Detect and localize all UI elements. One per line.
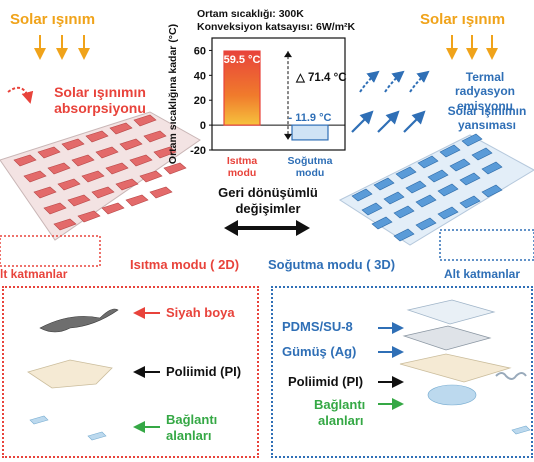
black-paint-label: Siyah boya bbox=[166, 305, 235, 320]
convection-label: Konveksiyon katsayısı: 6W/m²K bbox=[197, 21, 356, 33]
right-sublayer-label: Alt katmanlar bbox=[444, 267, 521, 281]
left-sublayer-box bbox=[0, 235, 101, 267]
br-connection-label-2: alanları bbox=[318, 413, 364, 428]
right-solar-arrows bbox=[446, 35, 498, 60]
left-solar-title: Solar ışınım bbox=[10, 11, 96, 28]
br-polyimide-label: Poliimid (PI) bbox=[288, 374, 364, 389]
category-label-line2: modu bbox=[228, 167, 257, 179]
absorption-label-1: Solar ışınımın absorpsiyonu bbox=[44, 84, 156, 116]
heating-device bbox=[0, 111, 201, 241]
reversible-label-1: Geri dönüşümlü bbox=[218, 185, 318, 200]
heating-layers-panel bbox=[2, 286, 259, 458]
silver-label: Gümüş (Ag) bbox=[282, 344, 357, 359]
y-tick-label: 0 bbox=[200, 120, 206, 132]
y-axis-label: Ortam sıcaklığına kadar (°C) bbox=[167, 24, 179, 164]
reflection-arrows bbox=[351, 110, 426, 133]
bl-connection-label-2: alanları bbox=[166, 428, 212, 443]
bl-layers bbox=[27, 307, 160, 441]
heating-bar bbox=[223, 50, 261, 126]
absorption-arrow bbox=[7, 86, 34, 104]
ambient-temp-label: Ortam sıcaklığı: 300K bbox=[197, 8, 304, 20]
delta-arrow-down bbox=[284, 133, 292, 140]
delta-arrow-up bbox=[284, 51, 292, 58]
heating-value-label: 59.5 °C bbox=[224, 54, 261, 66]
y-tick-label: -20 bbox=[190, 145, 206, 157]
cooling-bar bbox=[291, 124, 329, 141]
y-tick-label: 40 bbox=[194, 70, 206, 82]
cooling-layers-panel bbox=[271, 286, 533, 458]
left-sublayer-label: lt katmanlar bbox=[0, 267, 68, 281]
bl-polyimide-label: Poliimid (PI) bbox=[166, 364, 242, 379]
reversible-label-2: değişimler bbox=[235, 201, 301, 216]
absorption-label: Solar ışınımın absorpsiyonu bbox=[54, 84, 146, 117]
cooling-device bbox=[338, 133, 534, 246]
emission-arrows bbox=[359, 70, 430, 93]
cooling-mode-label: Soğutma modu ( 3D) bbox=[268, 257, 396, 272]
bl-connection-label-1: Bağlantı bbox=[166, 412, 218, 427]
category-label-line1: Soğutma bbox=[288, 155, 333, 167]
y-tick-label: 60 bbox=[194, 45, 206, 57]
pdms-label: PDMS/SU-8 bbox=[282, 319, 353, 334]
br-connection-label-1: Bağlantı bbox=[314, 397, 366, 412]
solar-reflection-label: Solar ışınımın yansıması bbox=[447, 104, 527, 133]
br-layers bbox=[378, 299, 531, 435]
left-solar-arrows bbox=[34, 35, 90, 60]
y-tick-label: 20 bbox=[194, 95, 206, 107]
right-sublayer-box bbox=[439, 229, 534, 261]
thermal-emission-label: Termal radyasyon emisyonu bbox=[454, 70, 516, 113]
category-label-line1: Isıtma bbox=[227, 155, 258, 167]
delta-label: △ 71.4 °C bbox=[295, 72, 347, 84]
right-solar-title: Solar ışınım bbox=[420, 11, 506, 28]
heating-mode-label: Isıtma modu ( 2D) bbox=[130, 257, 240, 272]
cooling-value-label: - 11.9 °C bbox=[289, 112, 332, 124]
category-label-line2: modu bbox=[296, 167, 325, 179]
